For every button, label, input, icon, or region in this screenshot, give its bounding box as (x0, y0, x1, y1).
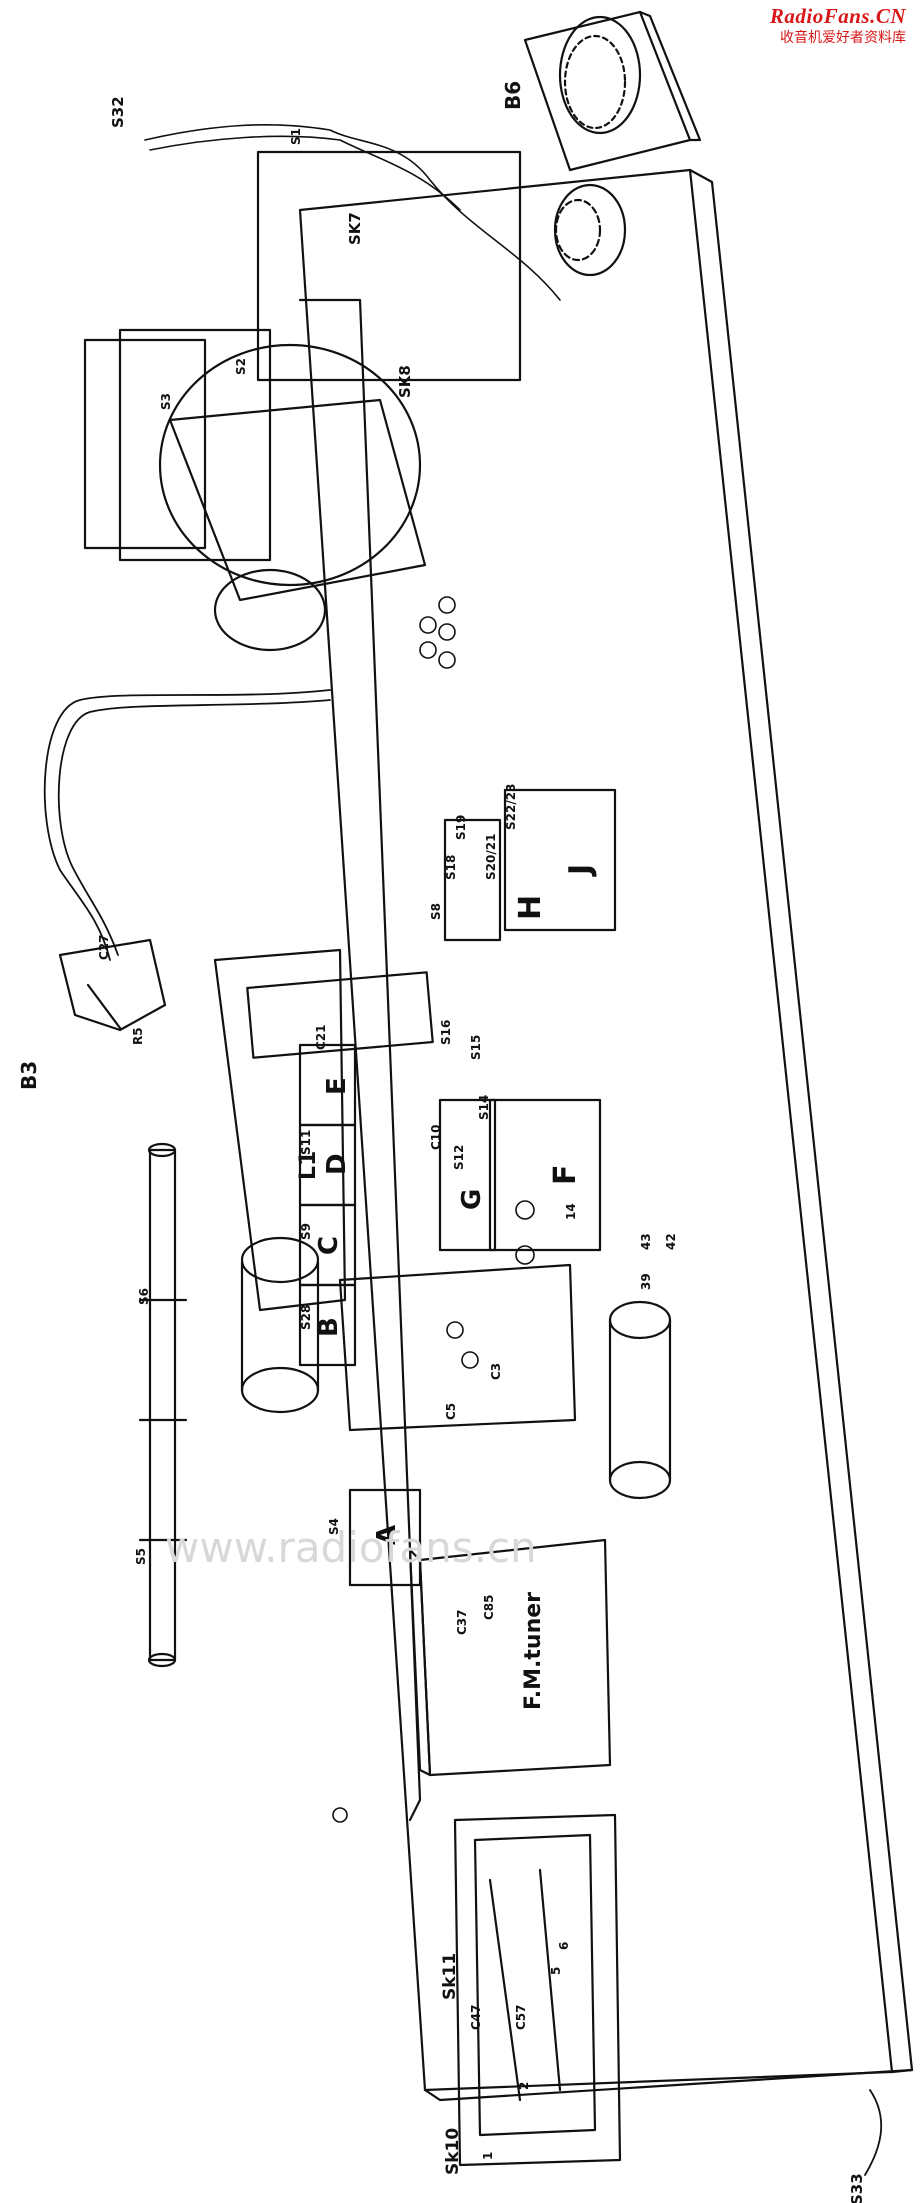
brand-subtitle: 收音机爱好者资料库 (780, 30, 906, 46)
label-block-b: B (314, 1317, 344, 1337)
block-b-box (298, 1283, 357, 1367)
watermark-text: www.radiofans.cn (165, 1523, 537, 1572)
block-f-box (488, 1098, 602, 1252)
block-g-box (438, 1098, 497, 1252)
chassis-outline (298, 168, 894, 2092)
label-b3: B3 (17, 1061, 41, 1090)
label-block-j: J (563, 864, 598, 877)
label-5: 5 (549, 1967, 563, 1975)
top-socket-ellipse (558, 15, 642, 135)
label-block-f: F (548, 1165, 583, 1186)
label-s15: S15 (469, 1035, 483, 1060)
label-sk10: Sk10 (443, 2128, 463, 2175)
label-s32: S32 (109, 96, 127, 128)
block-j-box (503, 788, 617, 932)
front-tuner-chassis (453, 1813, 622, 2167)
label-s22-23: S22/23 (504, 784, 518, 830)
label-b6: B6 (501, 81, 525, 110)
label-42: 42 (664, 1233, 678, 1250)
label-block-h: H (513, 895, 548, 920)
label-c10: C10 (429, 1124, 443, 1150)
block-a-box (348, 1488, 422, 1587)
label-r5: R5 (131, 1027, 145, 1045)
label-c5: C5 (444, 1403, 458, 1420)
label-s14: S14 (477, 1095, 491, 1120)
label-sk8: SK8 (396, 365, 414, 398)
label-s1: S1 (289, 128, 303, 145)
label-block-e: E (322, 1077, 352, 1095)
label-s5: S5 (134, 1548, 148, 1565)
label-43: 43 (639, 1233, 653, 1250)
cylinder-tube (608, 1318, 672, 1482)
label-s8: S8 (429, 903, 443, 920)
label-2: 2 (517, 2082, 531, 2090)
label-c3: C3 (489, 1363, 503, 1380)
label-s4: S4 (327, 1518, 341, 1535)
label-c21: C21 (314, 1024, 328, 1050)
label-sk11: Sk11 (440, 1953, 460, 2000)
label-s6: S6 (137, 1288, 151, 1305)
label-block-c: C (314, 1236, 344, 1255)
label-s9: S9 (299, 1223, 313, 1240)
fm-tuner-plate (418, 1538, 612, 1777)
label-s16: S16 (439, 1020, 453, 1045)
top-socket-housing (523, 10, 692, 172)
label-s19: S19 (454, 815, 468, 840)
label-s20-21: S20/21 (484, 834, 498, 880)
label-c47: C47 (469, 2004, 483, 2030)
label-c57: C57 (514, 2004, 528, 2030)
label-l1: L1 (296, 1151, 321, 1180)
brand-name: RadioFans.CN (769, 4, 906, 28)
label-s33: S33 (848, 2173, 866, 2203)
label-block-a: A (372, 1525, 402, 1545)
label-14: 14 (564, 1203, 578, 1220)
label-s18: S18 (444, 855, 458, 880)
label-6: 6 (557, 1942, 571, 1950)
label-c85: C85 (482, 1594, 496, 1620)
label-39: 39 (639, 1273, 653, 1290)
label-s12: S12 (452, 1145, 466, 1170)
label-c37: C37 (455, 1609, 469, 1635)
b3-component (58, 938, 167, 1032)
label-s28: S28 (299, 1305, 313, 1330)
label-s3: S3 (159, 393, 173, 410)
label-fm-tuner: F.M.tuner (521, 1592, 546, 1710)
label-1: 1 (481, 2152, 495, 2160)
label-s2: S2 (234, 358, 248, 375)
block-h-box (443, 818, 502, 942)
watermark-header: RadioFans.CN 收音机爱好者资料库 (580, 0, 920, 46)
label-block-d: D (322, 1153, 352, 1175)
ferrite-rod (148, 1148, 177, 1662)
label-c27: C27 (97, 934, 111, 960)
label-s11: S11 (299, 1130, 313, 1155)
label-block-g: G (457, 1189, 487, 1210)
label-sk7: SK7 (346, 212, 364, 245)
rear-frame (256, 150, 522, 382)
